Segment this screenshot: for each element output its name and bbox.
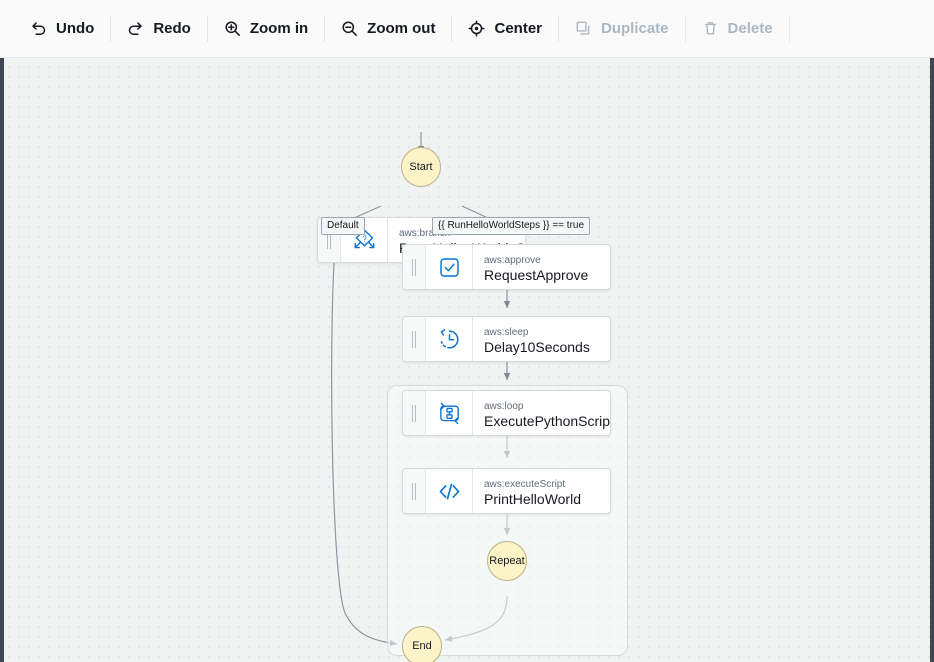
repeat-node[interactable]: Repeat (487, 541, 527, 581)
toolbar-divider (684, 15, 686, 42)
repeat-node-label: Repeat (489, 555, 525, 567)
undo-button[interactable]: Undo (14, 12, 110, 46)
step-name: Delay10Seconds (484, 339, 590, 355)
step-node-loop[interactable]: aws:loop ExecutePythonScript3Times (402, 390, 611, 436)
svg-text:?: ? (362, 234, 367, 243)
undo-label: Undo (56, 20, 95, 37)
zoom-out-label: Zoom out (367, 20, 436, 37)
step-type: aws:approve (484, 255, 541, 266)
drag-handle[interactable] (403, 469, 426, 513)
zoom-out-button[interactable]: Zoom out (325, 12, 451, 46)
edge-label-condition[interactable]: {{ RunHelloWorldSteps }} == true (432, 217, 591, 235)
toolbar-divider (788, 15, 790, 42)
drag-handle[interactable] (403, 317, 426, 361)
step-name: PrintHelloWorld (484, 491, 581, 507)
step-name: RequestApprove (484, 267, 589, 283)
center-label: Center (494, 20, 542, 37)
edge-label-default[interactable]: Default (321, 217, 365, 235)
trash-icon (702, 20, 719, 37)
end-node[interactable]: End (402, 626, 442, 662)
edge-default-end (331, 235, 398, 647)
step-node-approve[interactable]: aws:approve RequestApprove (402, 244, 611, 290)
undo-icon (30, 20, 47, 37)
approve-check-icon (426, 245, 473, 289)
step-node-execute-script[interactable]: aws:executeScript PrintHelloWorld (402, 468, 611, 514)
step-type: aws:executeScript (484, 479, 566, 490)
step-type: aws:loop (484, 401, 524, 412)
duplicate-button[interactable]: Duplicate (559, 12, 685, 46)
zoom-in-button[interactable]: Zoom in (208, 12, 324, 46)
redo-icon (127, 20, 144, 37)
duplicate-label: Duplicate (601, 20, 669, 37)
step-text: aws:approve RequestApprove (473, 245, 598, 289)
delete-button[interactable]: Delete (686, 12, 789, 46)
duplicate-icon (575, 20, 592, 37)
canvas-left-rail (0, 58, 4, 662)
start-node[interactable]: Start (401, 147, 441, 187)
step-name: ExecutePythonScript3Times (484, 413, 610, 429)
designer-toolbar: Undo Redo Zoom in (0, 0, 934, 58)
zoom-in-label: Zoom in (249, 20, 309, 37)
toolbar-divider (324, 15, 326, 42)
loop-icon (426, 391, 473, 435)
step-type: aws:sleep (484, 327, 529, 338)
step-type: aws:branch (399, 228, 451, 239)
canvas-right-rail (930, 58, 934, 662)
toolbar-divider (206, 15, 208, 42)
end-node-label: End (412, 640, 432, 652)
redo-label: Redo (153, 20, 191, 37)
zoom-out-icon (341, 20, 358, 37)
center-icon (468, 20, 486, 37)
toolbar-divider (558, 15, 559, 42)
delete-label: Delete (727, 20, 773, 37)
redo-button[interactable]: Redo (111, 12, 207, 46)
step-text: aws:loop ExecutePythonScript3Times (473, 391, 610, 435)
drag-handle[interactable] (403, 391, 426, 435)
drag-handle[interactable] (403, 245, 426, 289)
clock-rewind-icon (426, 317, 473, 361)
toolbar-divider (451, 15, 453, 42)
toolbar-divider (110, 15, 112, 42)
workflow-canvas[interactable]: Start ? aws:branch Run_Hello_World_Steps… (0, 58, 934, 662)
center-button[interactable]: Center (452, 12, 558, 46)
step-text: aws:sleep Delay10Seconds (473, 317, 600, 361)
step-node-sleep[interactable]: aws:sleep Delay10Seconds (402, 316, 611, 362)
zoom-in-icon (224, 20, 241, 37)
step-text: aws:executeScript PrintHelloWorld (473, 469, 591, 513)
start-node-label: Start (409, 161, 433, 173)
edge-branch-default (351, 205, 382, 220)
code-brackets-icon (426, 469, 473, 513)
edge-branch-condition (461, 205, 491, 220)
